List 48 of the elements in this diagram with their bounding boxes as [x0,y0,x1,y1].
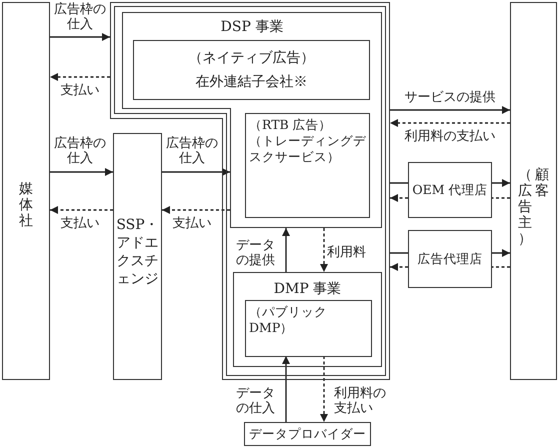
arrow [50,206,113,214]
box-label: SSP・アドエクスチェンジ [116,216,159,288]
arrow [162,206,230,214]
entity-box [245,113,370,218]
arrow [492,179,510,187]
arrow [390,119,510,127]
box-label: データプロバイダー [249,426,366,442]
box-label: 媒体社 [18,181,34,229]
entity-box [510,2,557,380]
connector-line [390,182,408,184]
box-label: 在外連結子会社※ [196,73,308,91]
arrow [320,228,328,272]
edge-label: 広告枠の仕入 [164,136,220,166]
arrow [390,263,408,271]
connector-line [390,252,408,254]
entity-box [113,133,162,380]
arrow [50,168,113,176]
section-title: DMP 事業 [272,280,342,298]
arrow [320,356,328,422]
box-label: （トレーディングデスクサービス） [249,133,367,165]
arrow [282,356,290,422]
arrow [50,33,110,41]
box-label: 顧客 [534,167,550,199]
box-label: （パブリック DMP） [249,304,328,336]
box-label: （RTB 広告） [249,117,333,133]
arrow [282,228,290,272]
connector-line [492,197,510,199]
group-frame [110,2,390,380]
entity-box [2,2,50,380]
entity-box [408,162,492,218]
box-label: （広告主） [517,167,533,247]
section-title: DSP 事業 [220,18,284,36]
box-label: OEM 代理店 [412,182,488,198]
box-label: （ネイティブ広告） [188,49,314,67]
arrow [390,194,408,202]
connector-line [492,266,510,268]
entity-box [133,40,370,100]
business-box [233,272,382,367]
arrow [390,106,510,114]
arrow [50,73,110,81]
entity-box [244,422,371,446]
entity-box [245,300,372,357]
box-label: 広告代理店 [418,250,482,268]
edge-label: 広告枠の仕入 [52,2,108,32]
arrow [162,168,230,176]
edge-label: 広告枠の仕入 [52,136,108,166]
entity-box [408,230,492,288]
arrow [492,249,510,257]
